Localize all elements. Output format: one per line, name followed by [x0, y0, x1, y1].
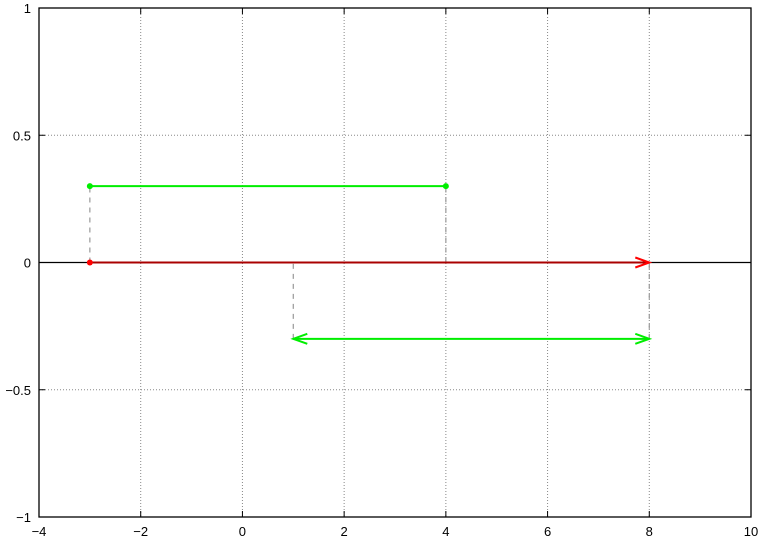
- green-interval-end-point: [442, 183, 449, 190]
- x-tick-label: 0: [239, 524, 246, 539]
- y-tick-label: 1: [24, 1, 31, 16]
- x-tick-label: 8: [646, 524, 653, 539]
- guide-lines: [89, 186, 650, 339]
- x-tick-label: 6: [544, 524, 551, 539]
- arrowhead: [634, 332, 653, 345]
- x-tick-label: 10: [744, 524, 758, 539]
- y-tick-label: 0: [24, 256, 31, 271]
- arrowhead: [634, 256, 653, 269]
- x-tick-label: −4: [32, 524, 47, 539]
- y-tick-label: 0.5: [13, 128, 31, 143]
- x-tick-label: 2: [341, 524, 348, 539]
- y-tick-label: −1: [16, 510, 31, 525]
- red-vector-start-point: [86, 259, 93, 266]
- arrowhead: [290, 332, 308, 345]
- marks: [86, 183, 653, 345]
- plot-frame: [38, 7, 752, 518]
- x-tick-label: −2: [133, 524, 148, 539]
- green-interval-start-point: [86, 183, 93, 190]
- x-tick-label: 4: [442, 524, 449, 539]
- tick-labels: −4 −2 0 2 4 6 8 10 −1 −0.5 0 0.5 1: [5, 1, 758, 539]
- y-tick-label: −0.5: [5, 383, 31, 398]
